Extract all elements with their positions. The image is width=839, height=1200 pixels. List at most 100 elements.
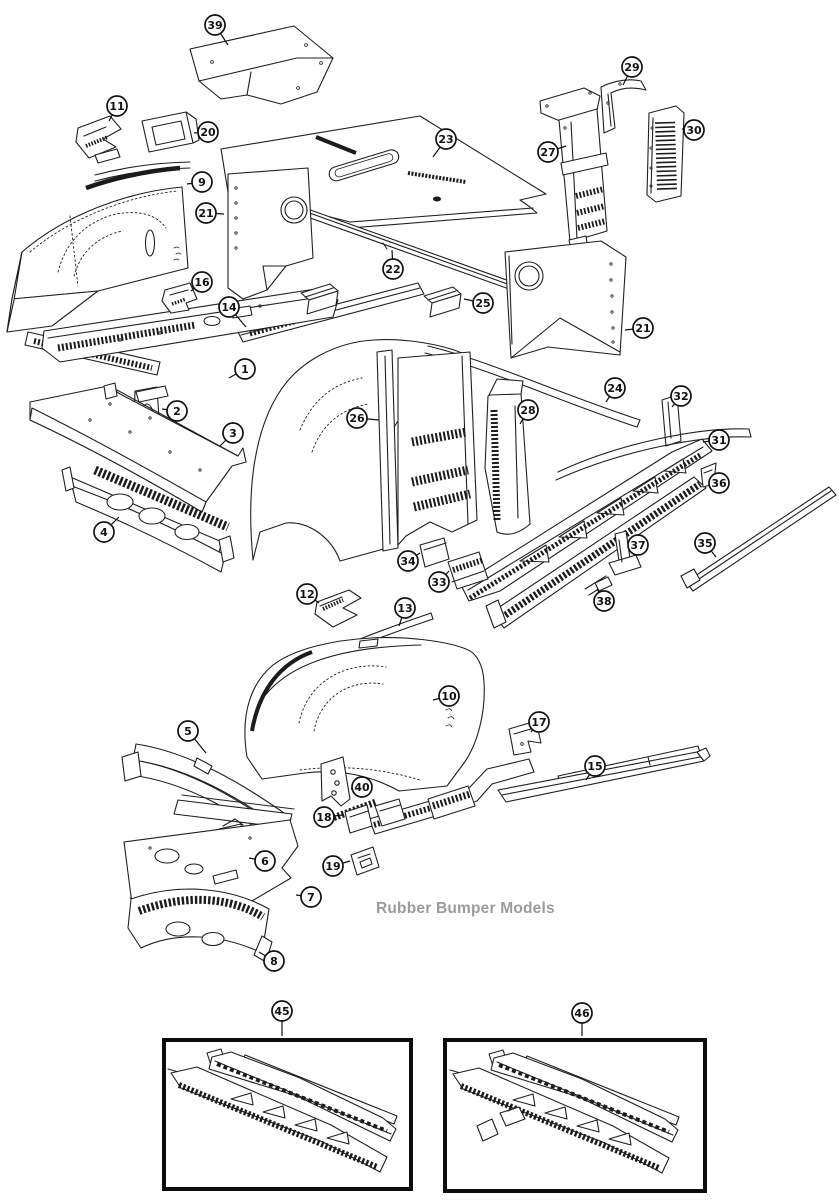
part-38-art <box>584 575 613 601</box>
part-28-art <box>484 378 531 535</box>
callout-27: 27 <box>537 141 567 163</box>
callout-number: 36 <box>711 477 727 490</box>
callout-8: 8 <box>258 950 285 972</box>
callout-circle <box>313 806 335 828</box>
callout-circle <box>106 95 128 117</box>
callout-circle <box>93 521 115 543</box>
callout-circle <box>438 685 460 707</box>
callout-number: 32 <box>673 390 688 403</box>
callouts-layer: 1234567891011121314151617181920212122232… <box>93 14 730 1036</box>
part-29-art <box>600 79 647 134</box>
callout-number: 24 <box>607 382 623 395</box>
callout-circle <box>394 597 416 619</box>
part-21-right-art <box>504 240 627 359</box>
callout-number: 1 <box>241 363 249 376</box>
part-37-art <box>608 530 642 576</box>
callout-32: 32 <box>670 385 692 408</box>
callout-circle <box>234 358 256 380</box>
callout-number: 15 <box>587 760 602 773</box>
rubber-bumper-models-caption: Rubber Bumper Models <box>376 900 555 917</box>
callout-number: 27 <box>540 146 555 159</box>
callout-number: 20 <box>200 126 216 139</box>
callout-number: 14 <box>221 301 237 314</box>
part-31-sill-art <box>460 428 752 629</box>
callout-number: 21 <box>198 207 213 220</box>
callout-number: 30 <box>686 124 702 137</box>
inset-45-art <box>167 1048 398 1173</box>
inset-46-art <box>449 1049 680 1174</box>
callout-number: 39 <box>207 19 222 32</box>
callout-6: 6 <box>248 850 276 872</box>
callout-46: 46 <box>571 1002 593 1036</box>
callout-circle <box>191 171 213 193</box>
callout-number: 5 <box>184 725 192 738</box>
part-27-art <box>539 87 609 255</box>
callout-7: 7 <box>295 886 322 908</box>
callout-circle <box>382 258 404 280</box>
callout-circle <box>204 14 226 36</box>
part-33-art <box>447 551 489 590</box>
inner-wing-art <box>397 351 478 546</box>
callout-circle <box>397 550 419 572</box>
callout-number: 45 <box>274 1005 289 1018</box>
callout-23: 23 <box>432 128 457 158</box>
callout-circle <box>197 121 219 143</box>
callout-circle <box>593 590 615 612</box>
callout-number: 8 <box>270 955 278 968</box>
callout-circle <box>708 472 730 494</box>
callout-circle <box>632 317 654 339</box>
callout-number: 34 <box>400 555 416 568</box>
part-20-art <box>141 111 200 153</box>
callout-24: 24 <box>604 377 626 403</box>
callout-number: 10 <box>441 690 457 703</box>
callout-33: 33 <box>428 570 450 593</box>
callout-circle <box>254 850 276 872</box>
callout-circle <box>604 377 626 399</box>
callout-number: 33 <box>431 576 446 589</box>
callout-number: 13 <box>397 602 412 615</box>
inset-box-46 <box>443 1038 707 1193</box>
callout-12: 12 <box>296 583 320 605</box>
callout-circle <box>218 296 240 318</box>
callout-2: 2 <box>161 400 188 422</box>
callout-circle <box>300 886 322 908</box>
callout-number: 21 <box>635 322 650 335</box>
callout-36: 36 <box>708 472 730 494</box>
inset-boxes-layer <box>162 1038 707 1193</box>
callout-30: 30 <box>681 119 705 141</box>
callout-26: 26 <box>346 407 380 429</box>
callout-5: 5 <box>177 720 207 754</box>
callout-20: 20 <box>193 121 219 143</box>
callout-number: 17 <box>531 716 546 729</box>
callout-25: 25 <box>463 292 494 314</box>
callout-circle <box>346 407 368 429</box>
callout-number: 11 <box>109 100 124 113</box>
callout-9: 9 <box>186 171 213 193</box>
part-4-art <box>61 465 235 573</box>
part-12-art <box>314 589 362 628</box>
callout-number: 35 <box>697 537 712 550</box>
callout-37: 37 <box>627 534 649 556</box>
callout-28: 28 <box>517 399 539 425</box>
part-11-art <box>75 115 122 164</box>
callout-number: 29 <box>624 61 639 74</box>
callout-number: 16 <box>194 276 210 289</box>
callout-number: 26 <box>349 412 365 425</box>
callout-circle <box>517 399 539 421</box>
callout-11: 11 <box>106 95 128 122</box>
callout-13: 13 <box>394 597 416 627</box>
callout-circle <box>537 141 559 163</box>
callout-circle <box>621 56 643 78</box>
callout-45: 45 <box>271 1000 293 1036</box>
callout-circle <box>472 292 494 314</box>
callout-circle <box>263 950 285 972</box>
callout-circle <box>222 422 244 444</box>
callout-21: 21 <box>195 202 225 224</box>
callout-3: 3 <box>219 422 244 447</box>
callout-number: 18 <box>316 811 331 824</box>
part-9-art <box>6 161 191 333</box>
callout-number: 37 <box>630 539 645 552</box>
diagram-line-art <box>6 25 837 1174</box>
callout-circle <box>428 571 450 593</box>
callout-4: 4 <box>93 516 120 543</box>
